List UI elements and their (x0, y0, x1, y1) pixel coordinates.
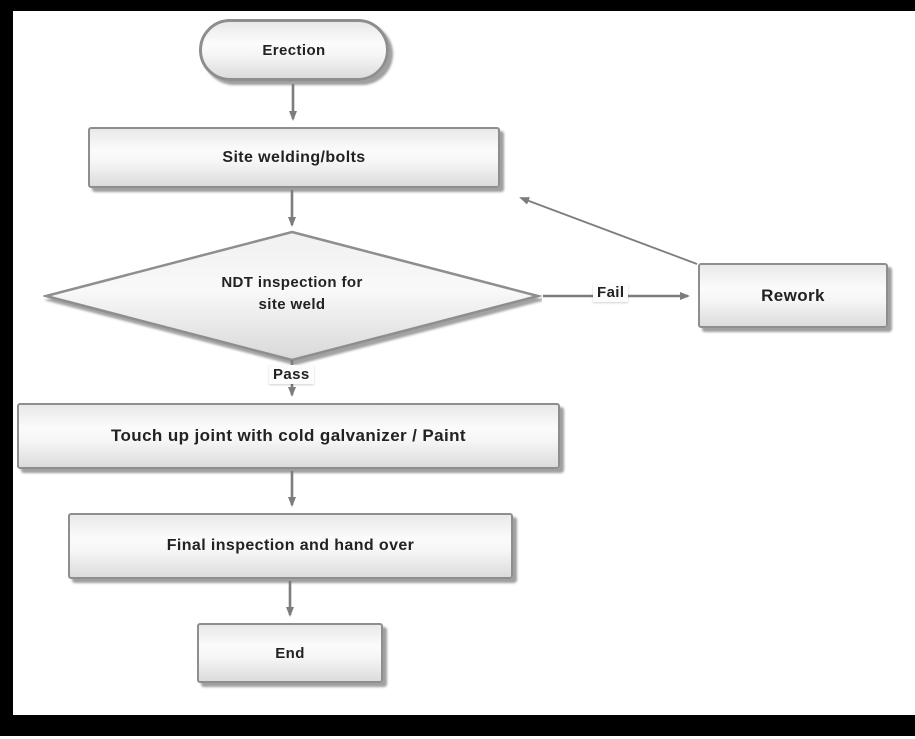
decision-ndt-inspection-label: NDT inspection for site weld (142, 272, 442, 316)
flow-node-start: Erection (199, 19, 389, 81)
decision-label-line1: NDT inspection for (221, 274, 363, 291)
flow-node-rework-label: Rework (761, 285, 825, 305)
flow-node-final-inspection-label: Final inspection and hand over (166, 537, 415, 554)
flow-node-touch-up-label: Touch up joint with cold galvanizer / Pa… (110, 426, 466, 445)
flow-node-site-welding-label: Site welding/bolts (222, 148, 366, 166)
flow-node-end-label: End (275, 644, 305, 662)
flow-node-site-welding: Site welding/bolts (88, 127, 500, 188)
frame-border-top (0, 0, 915, 11)
edge-label-pass: Pass (269, 365, 314, 384)
flow-node-final-inspection: Final inspection and hand over (68, 513, 513, 579)
frame-border-left (0, 0, 13, 736)
frame-border-bottom (0, 715, 915, 736)
arrow-rework-to-site-welding (519, 197, 698, 265)
flow-node-start-label: Erection (262, 41, 326, 59)
edge-label-fail: Fail (593, 283, 629, 302)
flow-node-rework: Rework (698, 263, 888, 328)
flow-node-touch-up: Touch up joint with cold galvanizer / Pa… (17, 403, 560, 469)
flow-node-end: End (197, 623, 383, 683)
decision-label-line2: site weld (258, 295, 326, 313)
